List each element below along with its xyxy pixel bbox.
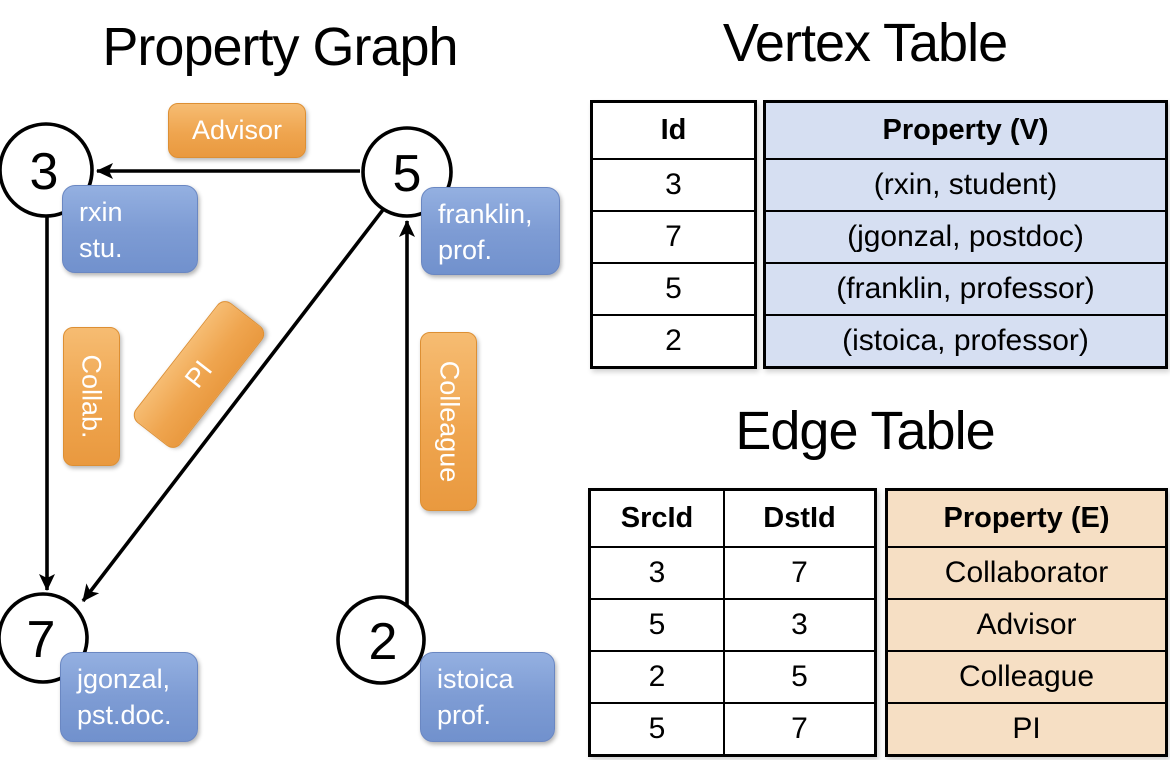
node-7-prop-line1: jgonzal, — [77, 664, 171, 694]
edge-table-srcid-header: SrcId — [620, 502, 694, 534]
table-row: 2 5 — [591, 650, 874, 702]
table-cell: Collaborator — [888, 546, 1165, 598]
table-cell: 3 — [593, 158, 754, 210]
table-cell: 5 — [591, 598, 723, 650]
table-cell: 5 — [591, 702, 723, 754]
edge-label-advisor-text: Advisor — [191, 115, 283, 145]
property-graph-title: Property Graph — [102, 17, 458, 77]
node-5-prop-line2: prof. — [438, 234, 493, 265]
table-cell: 5 — [723, 650, 874, 702]
edge-table-property-header: Property (E) — [888, 491, 1165, 546]
node-7-prop-line2: pst.doc. — [77, 699, 172, 730]
edge-label-colleague: Colleague — [420, 332, 477, 511]
edge-label-advisor: Advisor — [168, 103, 306, 158]
table-cell: (istoica, professor) — [766, 314, 1165, 366]
vertex-table: Id 3 7 5 2 Property (V) (rxin, student) … — [590, 100, 1168, 369]
table-cell: 7 — [593, 210, 754, 262]
vertex-table-property-column: Property (V) (rxin, student) (jgonzal, p… — [763, 100, 1168, 369]
node-2-id: 2 — [369, 613, 398, 671]
vertex-table-id-column: Id 3 7 5 2 — [590, 100, 757, 369]
node-3-property-box: rxin stu. — [62, 185, 198, 273]
table-cell: Colleague — [888, 650, 1165, 702]
table-cell: 5 — [593, 262, 754, 314]
edge-table: SrcId DstId 3 7 5 3 2 5 5 7 Property (E)… — [588, 488, 1168, 757]
node-7-id: 7 — [27, 611, 56, 669]
edge-table-dstid-header: DstId — [723, 491, 874, 546]
table-row: SrcId DstId — [591, 491, 874, 546]
node-2-property-box: istoica prof. — [420, 652, 555, 742]
node-5-property-box: franklin, prof. — [421, 187, 560, 275]
node-5-id: 5 — [393, 145, 422, 203]
table-cell: 7 — [723, 702, 874, 754]
table-cell: 2 — [593, 314, 754, 366]
table-cell: 3 — [591, 546, 723, 598]
table-cell: 2 — [591, 650, 723, 702]
table-row: 3 7 — [591, 546, 874, 598]
table-row: 5 7 — [591, 702, 874, 754]
node-5-prop-line1: franklin, — [438, 199, 533, 229]
table-cell: (jgonzal, postdoc) — [766, 210, 1165, 262]
table-cell: Advisor — [888, 598, 1165, 650]
table-cell: (franklin, professor) — [766, 262, 1165, 314]
node-2-prop-line2: prof. — [437, 699, 492, 730]
vertex-table-title: Vertex Table — [722, 13, 1008, 73]
table-cell: 3 — [723, 598, 874, 650]
table-cell: (rxin, student) — [766, 158, 1165, 210]
table-cell: PI — [888, 702, 1165, 754]
edge-label-colleague-text: Colleague — [434, 360, 464, 483]
node-3-prop-line1: rxin — [79, 197, 123, 227]
edge-table-title: Edge Table — [735, 401, 995, 461]
edge-label-pi-text: PI — [178, 354, 219, 394]
vertex-table-property-header: Property (V) — [766, 103, 1165, 158]
node-2-circle — [336, 595, 426, 685]
node-3-id: 3 — [30, 143, 59, 201]
vertex-table-id-header: Id — [660, 114, 687, 146]
node-3-prop-line2: stu. — [79, 232, 123, 263]
table-cell: 7 — [723, 546, 874, 598]
table-row: 5 3 — [591, 598, 874, 650]
node-7-property-box: jgonzal, pst.doc. — [60, 652, 198, 742]
edge-label-collab-text: Collab. — [77, 354, 108, 439]
edge-table-id-columns: SrcId DstId 3 7 5 3 2 5 5 7 — [588, 488, 877, 757]
node-2-prop-line1: istoica — [437, 664, 514, 694]
edge-label-collab: Collab. — [63, 327, 120, 466]
edge-table-property-column: Property (E) Collaborator Advisor Collea… — [885, 488, 1168, 757]
edge-pi-line — [81, 183, 404, 603]
